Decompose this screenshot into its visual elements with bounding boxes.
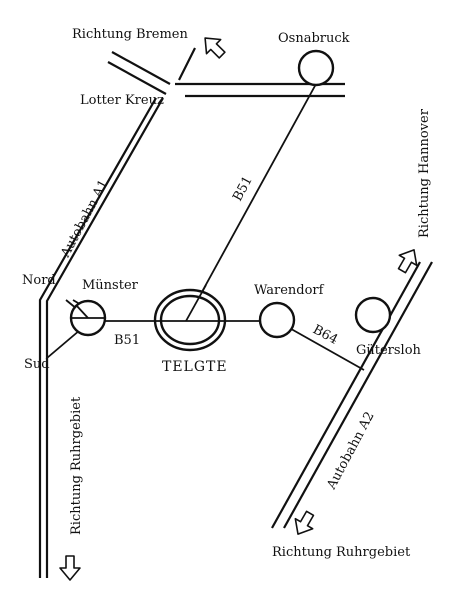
label-nord: Nord xyxy=(22,273,56,288)
label-lotter-kreuz: Lotter Kreuz xyxy=(80,93,164,108)
arrow-hannover-icon xyxy=(397,249,418,274)
autobahn-a1-road xyxy=(38,97,164,578)
warendorf-marker xyxy=(258,301,296,339)
telgte-marker xyxy=(153,288,227,352)
arrow-ruhrgebiet-bottom-icon xyxy=(294,510,315,535)
autobahn-a2-road xyxy=(271,261,433,529)
label-b64: B64 xyxy=(310,322,340,348)
label-warendorf: Warendorf xyxy=(254,283,325,298)
label-autobahn-a1: Autobahn A1 xyxy=(58,177,112,260)
label-munster: Münster xyxy=(82,278,139,293)
label-osnabruck: Osnabruck xyxy=(278,31,350,46)
label-sud: Sud xyxy=(24,357,50,372)
label-telgte: TELGTE xyxy=(162,359,228,375)
arrow-bremen-icon xyxy=(204,37,226,59)
label-richtung-hannover: Richtung Hannover xyxy=(417,108,432,238)
gutersloh-marker xyxy=(354,296,392,334)
label-richtung-ruhrgebiet-left: Richtung Ruhrgebiet xyxy=(69,396,84,535)
bremen-connector-road xyxy=(107,47,196,95)
label-b51-west: B51 xyxy=(114,333,140,348)
arrow-ruhrgebiet-left-icon xyxy=(59,555,81,581)
label-gutersloh: Gütersloh xyxy=(356,343,422,358)
osnabruck-marker xyxy=(297,49,335,87)
b51-north-road xyxy=(185,83,317,322)
label-richtung-ruhrgebiet-bottom: Richtung Ruhrgebiet xyxy=(272,545,411,560)
label-richtung-bremen: Richtung Bremen xyxy=(72,27,189,42)
